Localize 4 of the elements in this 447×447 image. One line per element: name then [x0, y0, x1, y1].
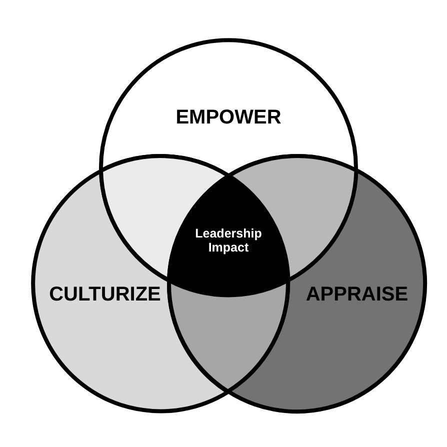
set-label: CULTURIZE [49, 283, 161, 306]
set-label: EMPOWER [176, 106, 282, 130]
center-label: Leadership Impact [194, 226, 263, 256]
set-label: APPRAISE [306, 283, 408, 306]
